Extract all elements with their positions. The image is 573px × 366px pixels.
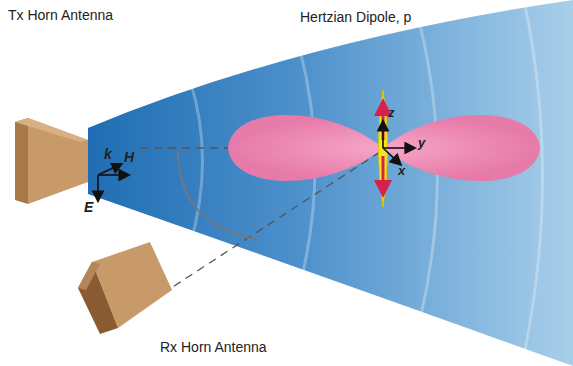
tx-axes bbox=[98, 164, 128, 200]
antenna-label: Rx Horn Antenna bbox=[160, 340, 267, 355]
antenna-label: Tx Horn Antenna bbox=[8, 8, 113, 23]
axis-label: E bbox=[84, 200, 93, 215]
beam bbox=[88, 0, 573, 366]
axis-label: y bbox=[418, 136, 425, 150]
axis-label: x bbox=[398, 164, 405, 178]
tx-horn bbox=[15, 118, 88, 204]
wavefronts bbox=[190, 5, 543, 350]
axis-label: z bbox=[388, 106, 395, 120]
rx-horn bbox=[78, 242, 172, 334]
dipole-axes bbox=[383, 122, 414, 164]
axis-label: H bbox=[124, 150, 134, 165]
axis-label: k bbox=[104, 147, 112, 162]
dipole-label: Hertzian Dipole, p bbox=[300, 10, 411, 25]
